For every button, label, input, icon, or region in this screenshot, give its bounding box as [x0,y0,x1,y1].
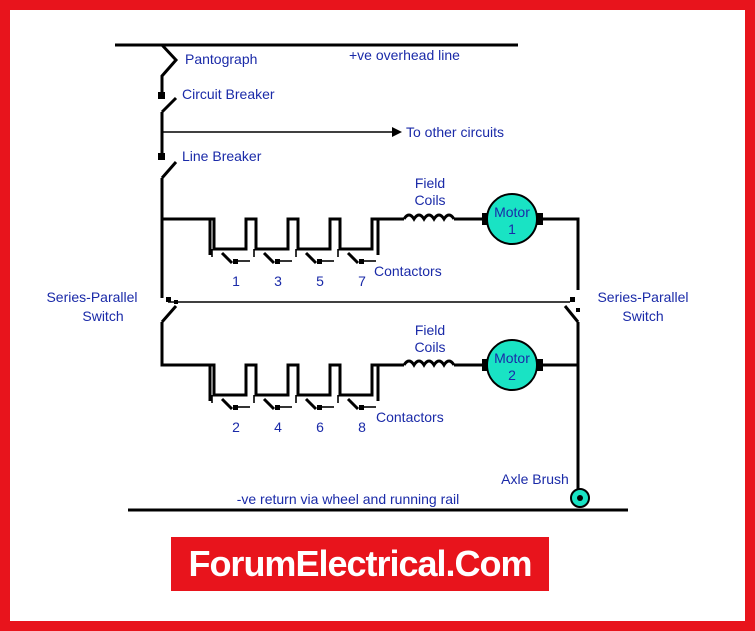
motor2-label-b: 2 [508,367,516,383]
bottom-resistor-bank [208,363,380,401]
sp-left-contact-a [166,297,171,302]
motor2-brush-right [537,359,543,371]
sp-left-contact-b [174,300,178,304]
bottom-contactor-number: 4 [274,419,282,435]
return-label: -ve return via wheel and running rail [237,491,460,507]
top-contactor-dot [317,259,322,264]
field-coils-1-label-a: Field [415,175,445,191]
sp-right-blade [563,305,580,323]
axle-brush-label: Axle Brush [501,471,569,487]
contactors-2-label: Contactors [376,409,444,425]
top-contactor-dot [233,259,238,264]
bottom-contactor-number: 2 [232,419,240,435]
motor1-label-b: 1 [508,221,516,237]
circuit-breaker-blade [160,96,178,114]
bottom-contactor-blade [346,397,360,411]
bottom-resistor-path [210,363,378,397]
bottom-contactor-dot [359,405,364,410]
bottom-contactor-dot [275,405,280,410]
top-contactor-blade [220,251,234,265]
other-circuits-arrow [392,127,402,137]
top-contactor-dot [359,259,364,264]
bottom-contactor-number: 6 [316,419,324,435]
bottom-contactor-number: 8 [358,419,366,435]
sp-right-contact-a [570,297,575,302]
bottom-contactor-blade [262,397,276,411]
top-contactor-number: 3 [274,273,282,289]
motor2-label-a: Motor [494,350,530,366]
overhead-line-label: +ve overhead line [349,47,460,63]
top-contactor-numbers: 1 3 5 7 [232,273,366,289]
top-contactor-number: 7 [358,273,366,289]
sp-left-label-a: Series-Parallel [46,289,137,305]
bottom-contactor-dot [233,405,238,410]
bottom-contactor-numbers: 2 4 6 8 [232,419,366,435]
sp-right-label-a: Series-Parallel [597,289,688,305]
axle-brush-centre [577,495,583,501]
motor1-brush-left [482,213,488,225]
line-breaker-label: Line Breaker [182,148,262,164]
motor1-return [543,217,580,290]
contactors-1-label: Contactors [374,263,442,279]
motor1 [486,193,538,245]
sp-left-blade [160,305,178,323]
bottom-contactor-blade [220,397,234,411]
line-breaker-blade [160,161,178,179]
sp-right-label-b: Switch [622,308,663,324]
bottom-contactor-dot [317,405,322,410]
field-coils-2-label-a: Field [415,322,445,338]
top-contactor-blade [346,251,360,265]
field-coils-2-label-b: Coils [414,339,445,355]
pantograph-symbol [160,43,179,95]
field-coils-1-label-b: Coils [414,192,445,208]
circuit-breaker-contact [158,92,165,99]
motor2 [486,339,538,391]
other-circuits-label: To other circuits [406,124,504,140]
line-breaker-contact [158,153,165,160]
circuit-breaker-label: Circuit Breaker [182,86,275,102]
top-contactor-number: 1 [232,273,240,289]
top-contactor-dot [275,259,280,264]
top-contactors [211,249,376,265]
field-coils-2 [402,359,456,368]
top-contactor-number: 5 [316,273,324,289]
top-contactor-blade [304,251,318,265]
top-contactor-blade [262,251,276,265]
bottom-contactors [211,395,376,411]
bottom-branch-wire [160,322,210,367]
motor1-brush-right [537,213,543,225]
pantograph-label: Pantograph [185,51,257,67]
bottom-contactor-blade [304,397,318,411]
sp-right-contact-b [576,308,580,312]
brand-banner: ForumElectrical.Com [171,537,549,591]
top-resistor-bank [208,217,380,255]
sp-left-label-b: Switch [82,308,123,324]
top-resistor-path [210,217,378,251]
field-coils-1 [402,213,456,222]
motor1-label-a: Motor [494,204,530,220]
motor2-brush-left [482,359,488,371]
